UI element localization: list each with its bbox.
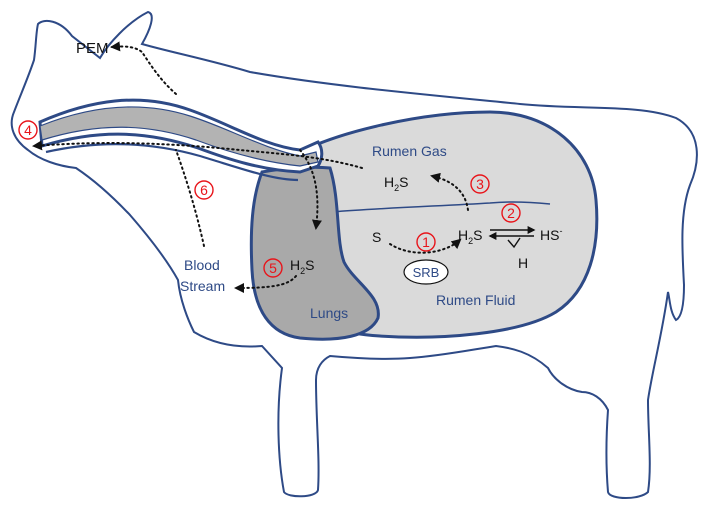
- step-2-number: 2: [507, 205, 515, 221]
- step-3-number: 3: [476, 176, 484, 192]
- stream-label: Stream: [180, 278, 225, 294]
- pem-label: PEM: [76, 40, 109, 57]
- hs-label: HS-: [540, 226, 562, 243]
- step-5-number: 5: [269, 260, 277, 276]
- h-ion-label: H: [518, 255, 528, 271]
- rumen-gas-label: Rumen Gas: [372, 143, 447, 159]
- step-1-number: 1: [422, 234, 430, 250]
- blood-label: Blood: [184, 257, 220, 273]
- rumen-fluid-label: Rumen Fluid: [436, 292, 515, 308]
- step-4-number: 4: [24, 122, 32, 138]
- srb-label: SRB: [413, 265, 440, 280]
- lungs-label: Lungs: [310, 305, 348, 321]
- step-6-number: 6: [200, 182, 208, 198]
- sulfur-label: S: [372, 229, 381, 245]
